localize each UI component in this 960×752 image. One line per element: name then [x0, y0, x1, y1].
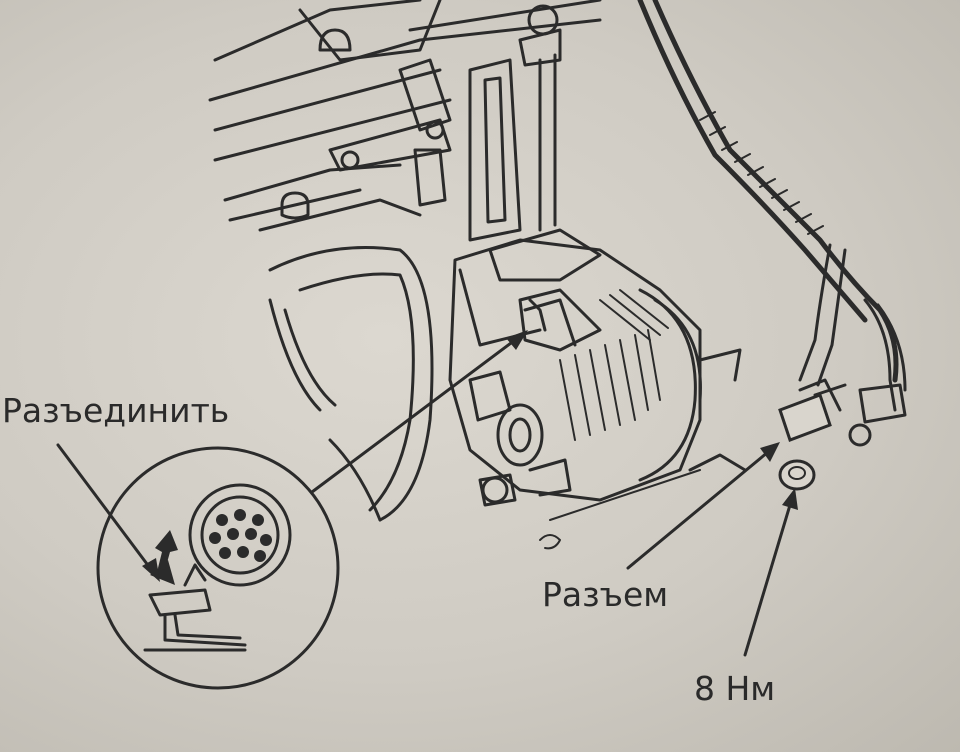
alternator-drawing — [448, 228, 747, 550]
torque-label: 8 Нм — [694, 669, 776, 708]
nut-icon — [778, 459, 816, 491]
connector-label: Разъем — [542, 575, 669, 614]
fan-shroud-drawing — [268, 246, 434, 522]
connector-detail-circle — [96, 446, 340, 690]
engine-bracket-drawing — [208, 0, 602, 242]
arrow-icon — [56, 330, 798, 657]
disconnect-label: Разъединить — [2, 391, 230, 430]
wiring-harness-drawing — [637, 0, 907, 447]
